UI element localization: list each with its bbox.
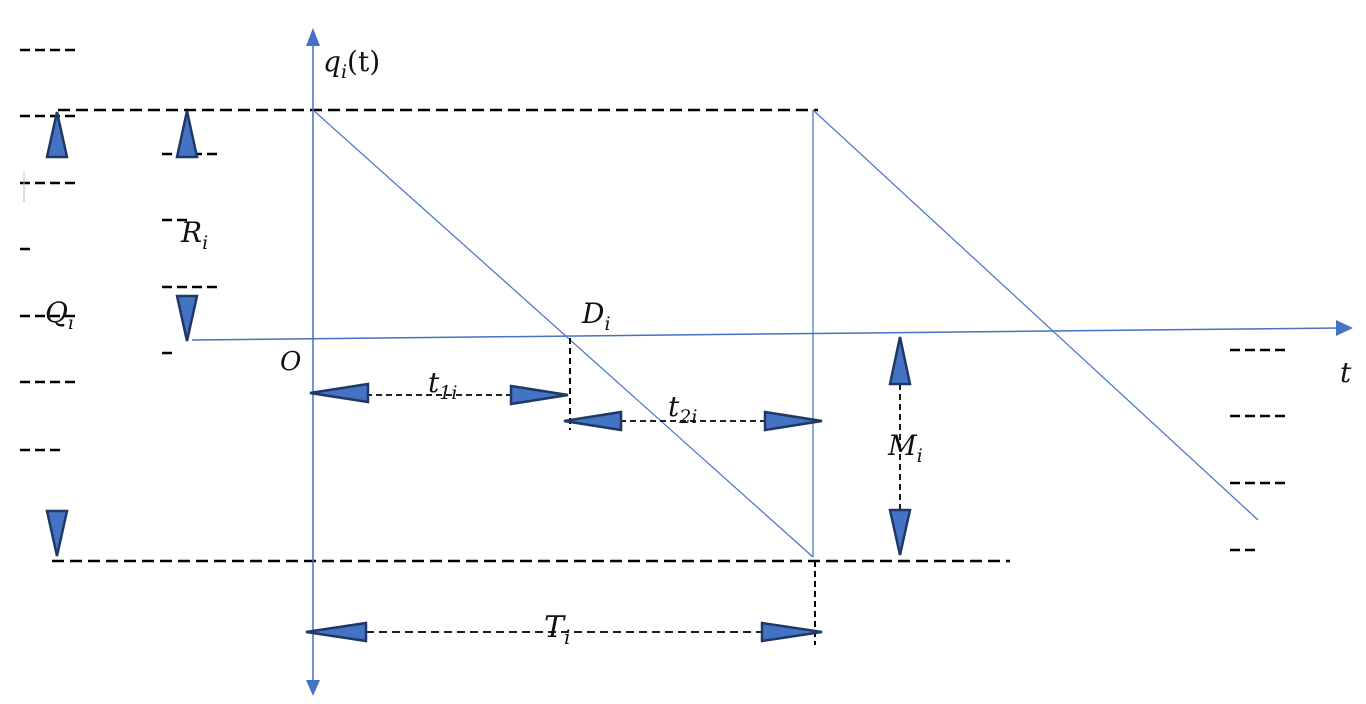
t2-dimension — [563, 410, 823, 432]
T-label: Ti — [544, 610, 570, 649]
right-dash-marks — [1230, 348, 1290, 552]
depletion-line-1 — [312, 109, 814, 558]
M-dimension — [888, 336, 912, 556]
D-label: Di — [581, 297, 611, 335]
left-dash-marks — [20, 48, 222, 452]
T-dimension — [305, 621, 823, 643]
Q-label: Qi — [45, 296, 74, 334]
depletion-line-2 — [812, 109, 1259, 521]
Q-dimension — [45, 111, 69, 557]
R-label: Ri — [180, 216, 208, 254]
t2-label: t2i — [668, 390, 697, 428]
q-axis — [306, 28, 320, 696]
t-axis-label: t — [1340, 356, 1352, 389]
q-axis-label: qi(t) — [323, 45, 380, 83]
R-dimension — [175, 110, 199, 342]
t1-label: t1i — [428, 366, 457, 404]
M-label: Mi — [887, 429, 923, 467]
origin-label: O — [280, 347, 301, 377]
t1-dimension — [309, 382, 569, 406]
t-axis — [191, 320, 1353, 341]
